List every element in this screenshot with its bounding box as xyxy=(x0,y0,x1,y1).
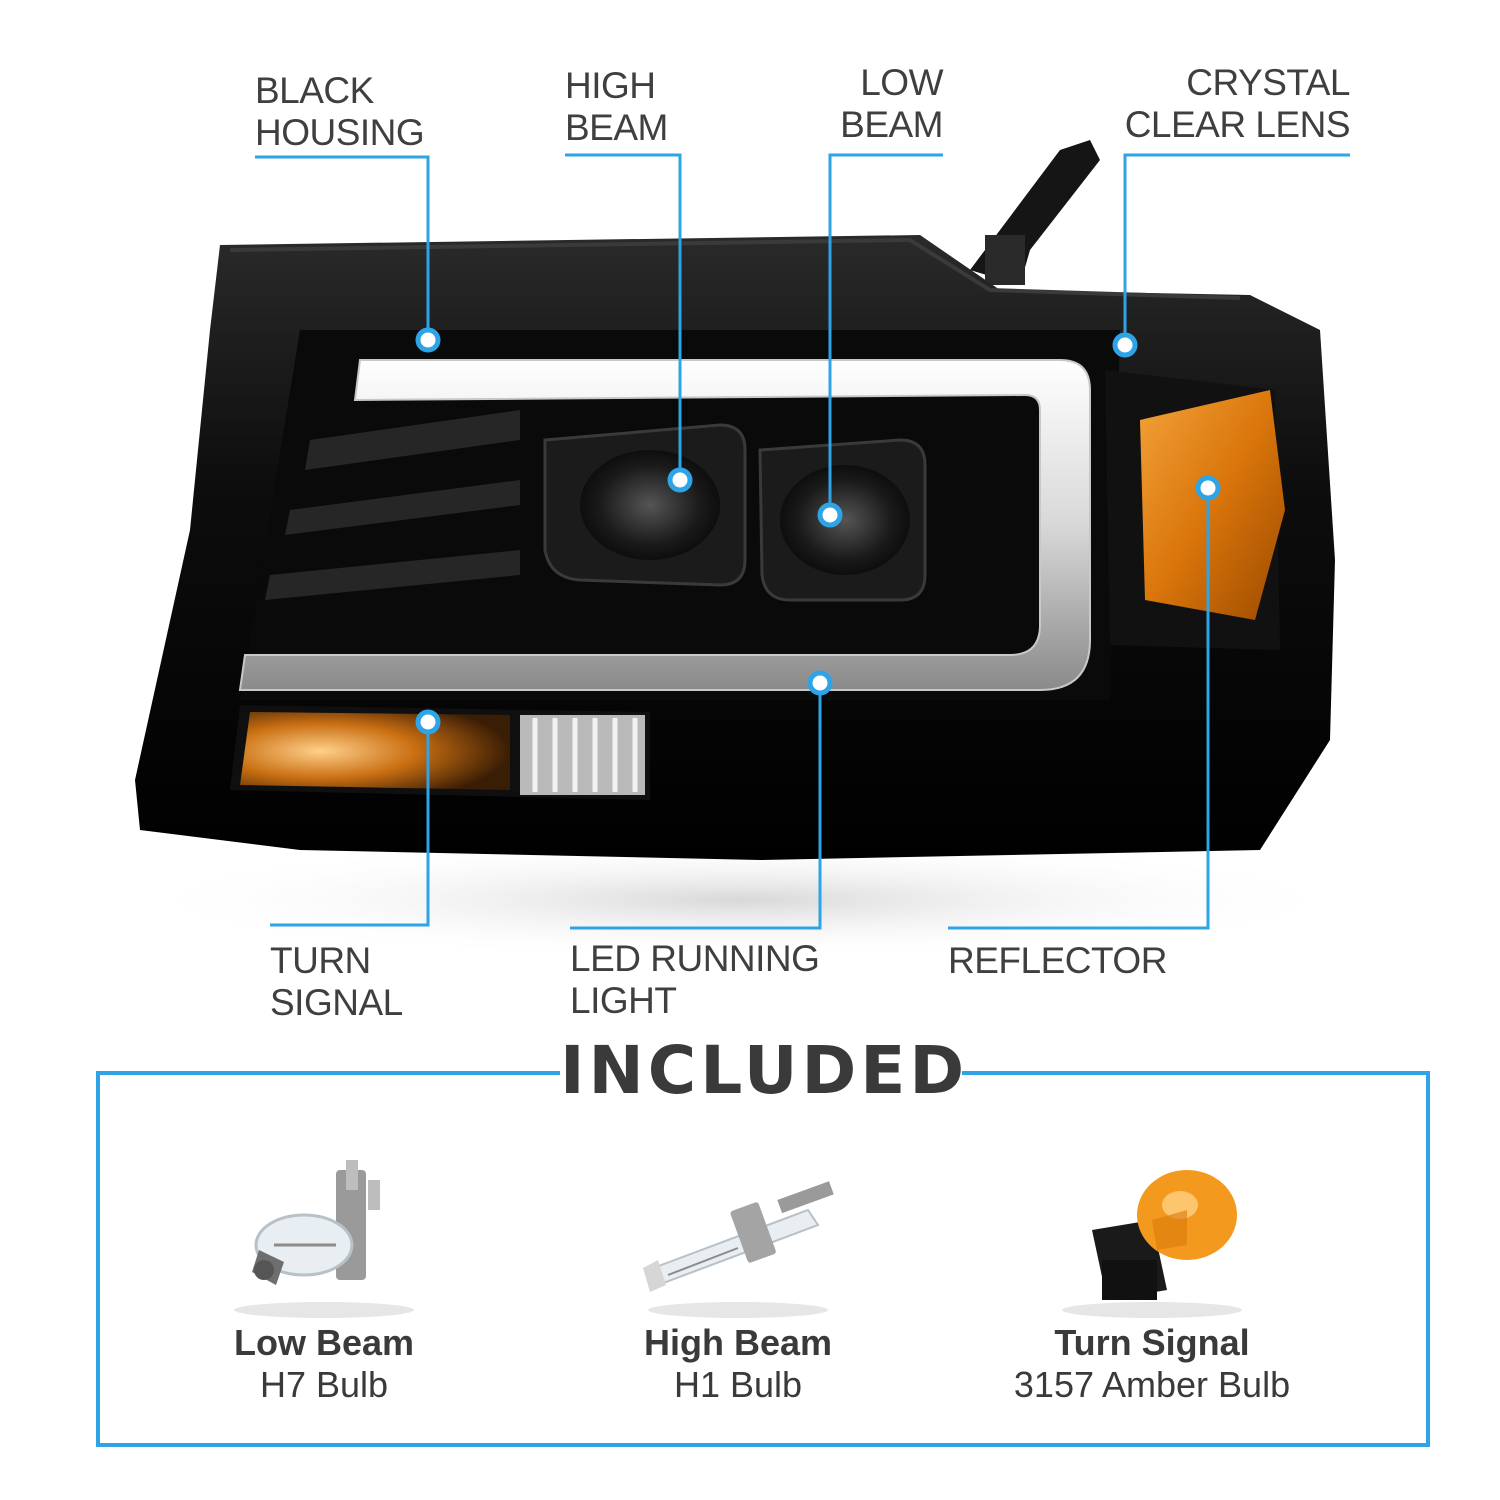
callout-line: LED RUNNING xyxy=(570,938,820,979)
bulb-name: Turn Signal xyxy=(1054,1322,1250,1363)
callout-turn-signal: TURN SIGNAL xyxy=(270,940,403,1024)
callout-line: SIGNAL xyxy=(270,982,403,1023)
callout-line: TURN xyxy=(270,940,371,981)
callout-line: BLACK xyxy=(255,70,374,111)
callout-lines xyxy=(255,153,1350,930)
callout-crystal-clear-lens: CRYSTAL CLEAR LENS xyxy=(1050,62,1351,146)
bulb-spec: H1 Bulb xyxy=(673,1364,803,1405)
low-beam-lens xyxy=(780,465,910,575)
callout-line: BEAM xyxy=(840,104,943,145)
callout-line: CLEAR LENS xyxy=(1124,104,1351,145)
included-frame xyxy=(96,1071,1430,1447)
callout-line: CRYSTAL xyxy=(1186,62,1350,103)
turn-signal-lens xyxy=(240,712,510,790)
floor-shadow xyxy=(120,840,1360,960)
h1-bulb-icon xyxy=(643,1181,834,1318)
mount-tab xyxy=(985,235,1025,285)
callout-black-housing: BLACK HOUSING xyxy=(255,70,425,154)
3157-amber-bulb-icon xyxy=(1062,1170,1242,1318)
callout-line: HOUSING xyxy=(255,112,425,153)
callout-high-beam: HIGH BEAM xyxy=(565,65,668,149)
callout-dots xyxy=(415,327,1221,735)
bezel-slat xyxy=(305,410,520,470)
callout-line: LOW xyxy=(860,62,943,103)
bulb-spec: H7 Bulb xyxy=(259,1364,389,1405)
bulb-name: High Beam xyxy=(643,1322,833,1363)
callout-low-beam: LOW BEAM xyxy=(743,62,943,146)
included-title: INCLUDED xyxy=(560,1032,969,1109)
high-beam-lens xyxy=(580,450,720,560)
callout-line: BEAM xyxy=(565,107,668,148)
led-running-light-bar xyxy=(238,359,1091,691)
callout-reflector: REFLECTOR xyxy=(948,940,1167,982)
callout-led-running-light: LED RUNNING LIGHT xyxy=(570,938,820,1022)
callout-line: REFLECTOR xyxy=(948,940,1167,981)
bezel-slat xyxy=(265,550,520,600)
bulb-spec: 3157 Amber Bulb xyxy=(1013,1364,1291,1405)
turn-signal-ribs xyxy=(520,715,645,795)
callout-line: HIGH xyxy=(565,65,656,106)
housing-top-edge xyxy=(229,237,1241,300)
bezel-slat xyxy=(285,480,520,535)
callout-line: LIGHT xyxy=(570,980,677,1021)
bulb-name: Low Beam xyxy=(233,1322,415,1363)
h7-bulb-icon xyxy=(234,1160,414,1318)
amber-reflector xyxy=(1140,390,1285,620)
